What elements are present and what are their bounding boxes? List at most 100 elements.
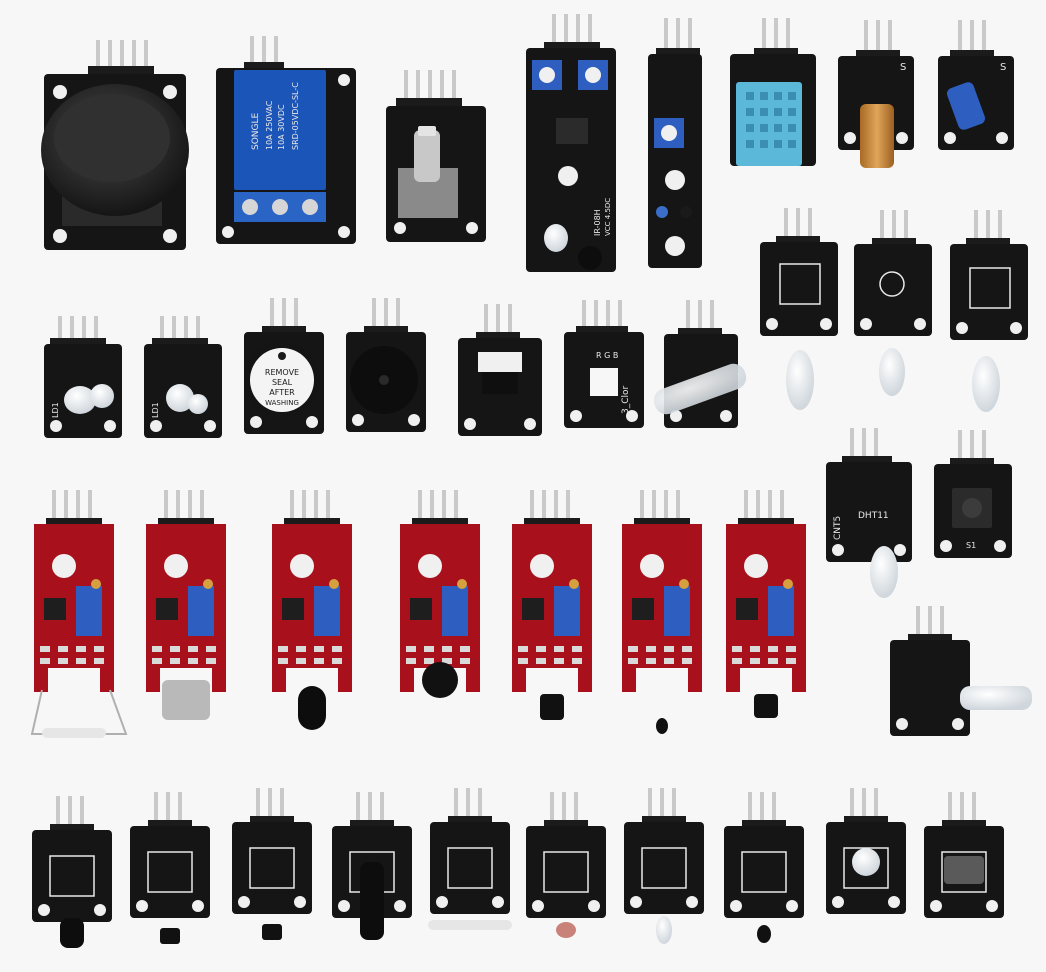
ir-obstacle-module: IR-08H VCC 4.5DC [526,14,616,272]
temperature-sensor [754,694,778,718]
led-bulb [852,848,880,876]
pcb-board [130,826,210,918]
light-cup-module [890,606,1032,736]
trimmer-potentiometer [76,586,102,636]
red-sensor-module-reed [30,490,128,738]
rgb-led-module: R G B 3_Clor [564,300,644,428]
relay-rating-text: 10A 250VAC [265,100,274,150]
passive-buzzer-module [346,298,426,432]
laser-diode-barrel [860,104,894,168]
pcb-board [430,822,510,914]
relay-rating-text: 10A 30VDC [277,104,286,150]
pin-label: S [1000,62,1006,73]
led-module [950,210,1028,412]
mercury-switch [947,82,985,130]
led-bulb [972,356,1000,412]
active-buzzer-module: REMOVE SEAL AFTER WASHING [244,298,324,434]
laser-module: S [838,20,914,168]
buzzer-sticker-text: REMOVE [265,368,299,377]
led-bulb [653,363,747,415]
trimmer-potentiometer [188,586,214,636]
thermistor [656,718,668,734]
red-sensor-module-sound [400,490,480,698]
ic-chip [522,598,544,620]
pcb-board [890,640,970,736]
led-bulb [166,384,194,412]
mounting-hole [744,554,768,578]
push-button-module: S1 [934,430,1012,558]
reed-switch [428,920,512,930]
pcb-board [232,822,312,914]
bottom-sensor-row [32,788,1004,948]
reed-switch [42,728,106,738]
flame-sensor [298,686,326,730]
pcb-board [648,54,702,268]
small-module-thermistor [724,792,804,943]
pcb-board [32,830,112,922]
rgb-board-text: 3_Clor [621,385,631,414]
cnt5-label: CNT5 [833,516,843,540]
pcb-board [526,826,606,918]
trimmer-potentiometer [768,586,794,636]
trimmer-potentiometer [554,586,580,636]
small-module-led [624,788,704,944]
smd-rgb-led [590,368,618,396]
small-module-round-led [826,788,906,914]
small-module-tube [332,792,412,940]
led-module [854,210,932,396]
microphone [162,680,210,720]
mounting-hole [290,554,314,578]
small-module-photoresistor [526,792,606,938]
small-module-laser-receiver [924,792,1004,918]
ic-chip [44,598,66,620]
pcb-board [838,56,914,150]
red-sensor-row [30,490,806,738]
trimmer-potentiometer [664,586,690,636]
ir-voltage-text: VCC 4.5DC [604,198,612,236]
pcb-board [854,244,932,336]
s1-label: S1 [966,541,976,550]
relay-module: SONGLE 10A 250VAC 10A 30VDC SRD-05VDC-SL… [216,36,356,244]
dht-label: DHT11 [858,511,889,521]
ld1-label: LD1 [51,402,60,418]
mounting-hole [52,554,76,578]
mounting-hole [640,554,664,578]
pcb-board [624,822,704,914]
photoresistor [556,922,576,938]
buzzer-sticker [250,348,314,412]
rgb-led-module [653,300,747,428]
ic-chip [282,598,304,620]
laser-receiver [944,856,984,884]
red-sensor-module-digital-temp [726,490,806,718]
led-bulb [656,916,672,944]
led-bulb [960,686,1032,710]
red-sensor-module-flame [272,490,352,730]
ic-chip [156,598,178,620]
photo-interrupter-module [458,304,542,436]
small-module-ir-receiver [32,796,112,948]
red-sensor-module-temp [622,490,702,734]
relay-model-text: SRD-05VDC-SL-C [291,82,300,150]
joystick-module [41,40,189,250]
led-bulb [64,386,96,414]
led-bulb [879,348,905,396]
rotary-encoder-module [386,70,486,242]
dual-led-module: LD1 [44,316,122,438]
red-sensor-module-mic [146,490,226,720]
small-module-transistor [232,788,312,940]
encoder-shaft [414,130,440,182]
relay-brand-text: SONGLE [251,112,261,150]
pcb-board [826,462,912,562]
ir-receiver [578,246,602,270]
led-module [760,208,838,410]
ir-led [544,224,568,252]
mounting-hole [164,554,188,578]
sensor-component [262,924,282,940]
buzzer-sticker-text: WASHING [265,399,299,407]
buzzer-sticker-text: AFTER [269,388,295,397]
sensor-component [160,928,180,944]
microphone [422,662,458,698]
small-module-transistor [130,792,210,944]
